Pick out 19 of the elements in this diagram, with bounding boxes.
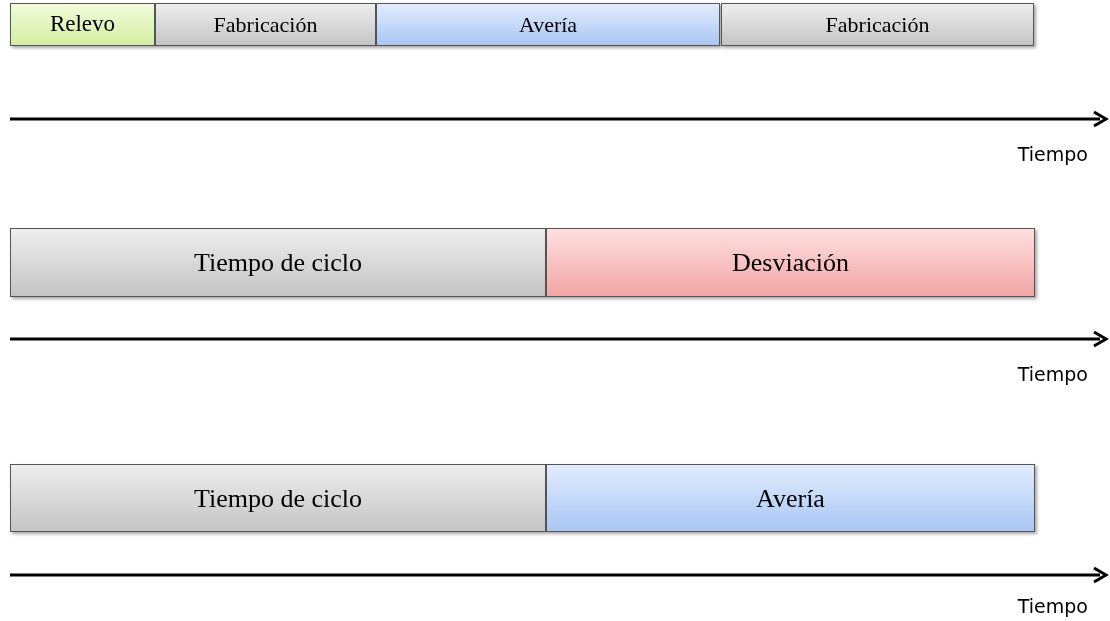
axis-label: Tiempo — [1017, 362, 1088, 387]
time-segment-bar — [155, 3, 376, 46]
segment-label: Avería — [756, 482, 825, 515]
segment-label: Tiempo de ciclo — [194, 247, 362, 279]
axis-label: Tiempo — [1017, 594, 1088, 619]
time-segment-bar — [10, 3, 155, 46]
segment-label: Fabricación — [213, 11, 318, 39]
time-segment-bar — [10, 228, 546, 297]
axis-label: Tiempo — [1017, 142, 1088, 167]
time-segment-bar — [376, 3, 720, 46]
time-segment-bar — [10, 464, 546, 532]
segment-label: Tiempo de ciclo — [194, 482, 362, 515]
time-segment-bar — [546, 228, 1035, 297]
time-segment-bar — [721, 3, 1034, 46]
segment-label: Relevo — [49, 10, 116, 39]
segment-label: Desviación — [732, 247, 849, 279]
segment-label: Fabricación — [825, 11, 930, 39]
segment-label: Avería — [518, 11, 578, 39]
time-segment-bar — [546, 464, 1035, 532]
